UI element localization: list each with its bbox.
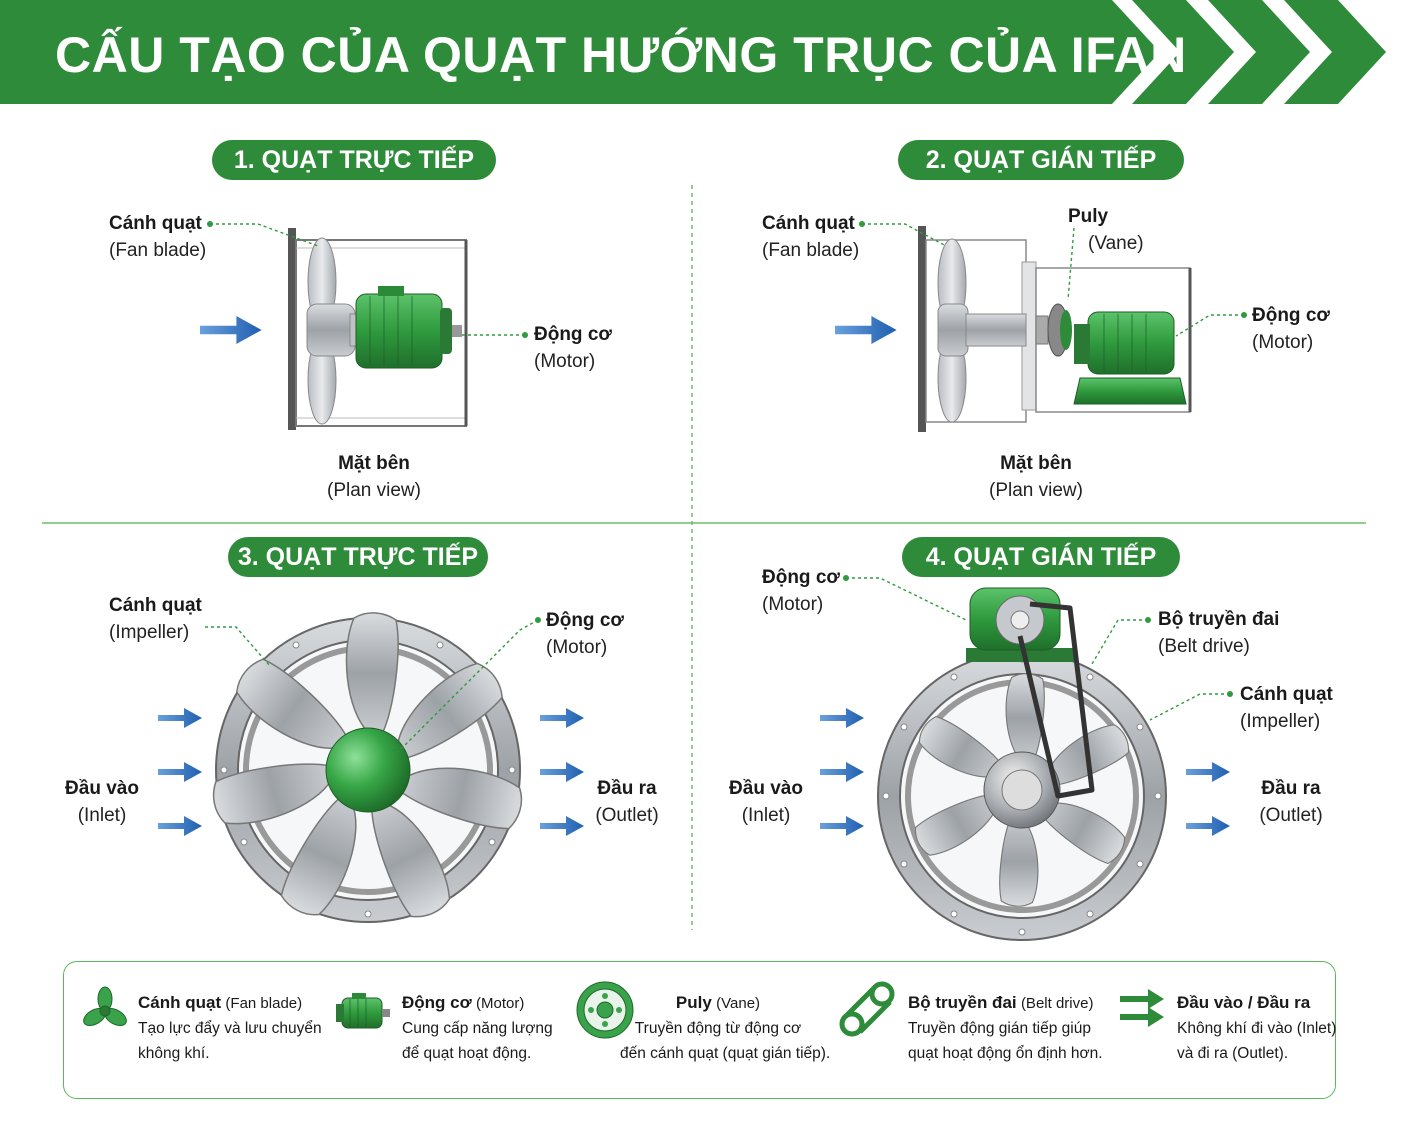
indirect-drive-front-view [877, 587, 1167, 941]
inlet-label: Đầu vào(Inlet) [729, 778, 803, 826]
plan-view-label: Mặt bên(Plan view) [989, 453, 1083, 501]
motor-label: Động cơ(Motor) [762, 567, 840, 615]
direct-drive-front-view [207, 612, 527, 925]
outlet-label: Đầu ra(Outlet) [1259, 778, 1323, 826]
pulley-label: Puly(Vane) [1068, 206, 1144, 254]
leader-lines-panel4 [846, 577, 1230, 721]
outlet-arrows-panel3 [540, 708, 584, 836]
outlet-label: Đầu ra(Outlet) [595, 778, 659, 826]
motor-label: Động cơ(Motor) [534, 324, 612, 372]
motor-label: Động cơ(Motor) [546, 610, 624, 658]
page-title: CẤU TẠO CỦA QUẠT HƯỚNG TRỤC CỦA IFAN [55, 27, 1187, 83]
outlet-arrows-panel4 [1186, 762, 1230, 836]
fan-blade-icon [83, 986, 127, 1027]
panel1-title: 1. QUẠT TRỰC TIẾP [212, 140, 496, 180]
inlet-label: Đầu vào(Inlet) [65, 778, 139, 826]
inlet-arrows-panel3 [158, 708, 202, 836]
legend-pulley: Puly (Vane) Truyền động từ động cơ đến c… [620, 993, 831, 1062]
legend-box [63, 961, 1336, 1099]
legend-inlet-outlet: Đầu vào / Đầu ra Không khí đi vào (Inlet… [1177, 993, 1337, 1062]
leader-lines-panel2 [862, 223, 1244, 337]
panel4-title: 4. QUẠT GIÁN TIẾP [902, 537, 1180, 577]
legend-fan-blade: Cánh quạt (Fan blade) Tạo lực đẩy và lưu… [138, 993, 322, 1062]
panel3-title: 3. QUẠT TRỰC TIẾP [228, 537, 488, 577]
blade-label: Cánh quạt(Fan blade) [109, 213, 207, 261]
inlet-arrow-icon [200, 316, 262, 344]
direct-drive-side-view [200, 228, 468, 430]
blade-label: Cánh quạt(Fan blade) [762, 213, 860, 261]
panel2-title: 2. QUẠT GIÁN TIẾP [898, 140, 1184, 180]
chevron-icon [1132, 0, 1234, 104]
impeller-label: Cánh quạt(Impeller) [109, 595, 202, 643]
legend-motor: Động cơ (Motor) Cung cấp năng lượng để q… [402, 993, 553, 1062]
header-banner [0, 0, 1386, 104]
motor-icon [336, 993, 390, 1029]
pulley-icon [576, 981, 634, 1039]
plan-view-label: Mặt bên(Plan view) [327, 453, 421, 501]
leader-lines-panel1 [210, 223, 525, 336]
inlet-arrow-icon [835, 316, 897, 344]
belt-drive-label: Bộ truyền đai(Belt drive) [1158, 609, 1280, 657]
impeller-label: Cánh quạt(Impeller) [1240, 684, 1333, 732]
airflow-arrows-icon [1120, 989, 1164, 1027]
inlet-arrows-panel4 [820, 708, 864, 836]
legend-belt-drive: Bộ truyền đai (Belt drive) Truyền động g… [908, 993, 1103, 1062]
leader-lines-panel3 [205, 619, 539, 753]
motor-label: Động cơ(Motor) [1252, 305, 1330, 353]
chevron-icon [1208, 0, 1310, 104]
belt-drive-icon [839, 981, 895, 1037]
indirect-drive-side-view [835, 226, 1192, 432]
chevron-icon [1284, 0, 1386, 104]
